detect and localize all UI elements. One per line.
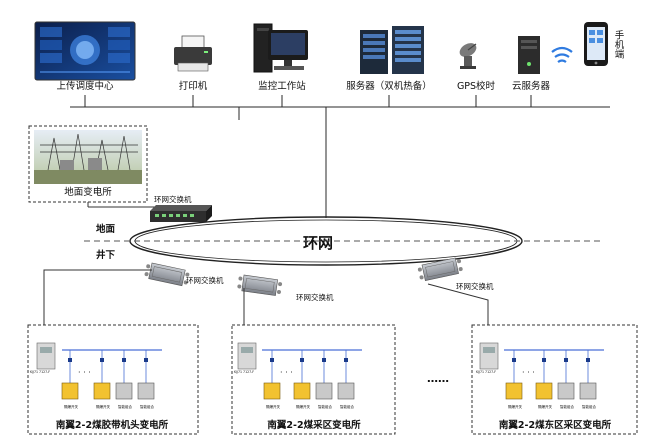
svg-text:隔爆开关: 隔爆开关 [64, 404, 78, 409]
ug-switch-2-label: 环网交换机 [296, 292, 334, 302]
surface-ring-switch: 环网交换机 [150, 194, 212, 222]
printer: 打印机 [174, 35, 212, 92]
workstation: 监控工作站 [253, 23, 308, 92]
gps-label: GPS校时 [457, 80, 496, 92]
surface-switch-label: 环网交换机 [154, 194, 192, 204]
surface-link-2 [88, 206, 161, 211]
dispatch-center: 上传调度中心 [34, 21, 136, 92]
underground-switch-1: 环网交换机 [144, 262, 224, 287]
workstation-icon [253, 23, 308, 73]
svg-text:智能组合: 智能组合 [318, 404, 332, 409]
cabinet-caption: KJJ71 7127-F [30, 370, 50, 374]
cloud-server-icon [518, 36, 540, 74]
substation-2-label: 南翼2-2煤采区变电所 [267, 419, 361, 431]
switch-box-icon [237, 274, 283, 296]
svg-text:隔爆开关: 隔爆开关 [96, 404, 110, 409]
smartphone-icon [584, 22, 608, 66]
monitor-wall-icon [34, 21, 136, 81]
cloud-server-label: 云服务器 [512, 80, 551, 92]
gps-clock: GPS校时 [457, 43, 496, 92]
substation-2: KJJ71 7127-F · · · 隔爆开关 隔爆开关 智能组合 智能组合 [231, 324, 396, 435]
cabinet-caption: KJJ71 7127-F [234, 370, 254, 374]
ug-switch-3-label: 环网交换机 [456, 281, 494, 291]
svg-text:隔爆开关: 隔爆开关 [266, 404, 280, 409]
server-cluster: 服务器（双机热备） [346, 26, 432, 92]
cloud-server: 云服务器 [512, 36, 573, 92]
substation-links [43, 269, 489, 325]
underground-zone-label: 井下 [96, 249, 116, 261]
server-rack-icon [360, 26, 424, 74]
satellite-dish-icon [459, 43, 477, 69]
server-label: 服务器（双机热备） [346, 80, 432, 92]
dispatch-center-label: 上传调度中心 [56, 80, 114, 92]
svg-text:隔爆开关: 隔爆开关 [296, 404, 310, 409]
substation-1: KJJ71 7127-F · · · 隔爆开关 隔爆开关 智能组合 智能组合 [27, 324, 199, 435]
workstation-label: 监控工作站 [258, 80, 306, 92]
underground-switch-2: 环网交换机 [237, 274, 334, 302]
monitor-cabinet-icon [479, 342, 499, 370]
ellipsis-dots: · · · [280, 368, 293, 377]
svg-text:智能组合: 智能组合 [582, 404, 596, 409]
ug-switch-1-label: 环网交换机 [186, 275, 224, 285]
network-switch-icon [150, 205, 212, 222]
backbone-bus [70, 95, 610, 218]
substation-photo [34, 130, 142, 184]
switchgear-icons [505, 382, 597, 400]
wifi-icon [551, 46, 573, 63]
substation-3: KJJ71 7127-F · · · 隔爆开关 隔爆开关 智能组合 智能组合 [471, 324, 638, 435]
switch-box-icon [144, 262, 190, 287]
substation-3-label: 南翼2-2煤东区采区变电所 [499, 419, 612, 431]
more-substations-ellipsis: …… [427, 372, 449, 385]
ellipsis-dots: · · · [522, 368, 535, 377]
substation-1-label: 南翼2-2煤胶带机头变电所 [56, 419, 169, 431]
switchgear-icons [61, 382, 155, 400]
printer-icon [174, 35, 212, 72]
switchgear-icons [263, 382, 355, 400]
surface-substation: 地面变电所 [28, 125, 148, 203]
monitor-cabinet-icon [36, 342, 56, 370]
mobile-label: 手机端 [613, 29, 625, 59]
svg-text:智能组合: 智能组合 [560, 404, 574, 409]
cabinet-caption: KJJ71 7127-F [476, 370, 496, 374]
monitor-cabinet-icon [237, 342, 257, 370]
switch-box-icon [417, 257, 463, 282]
underground-switch-3: 环网交换机 [417, 257, 494, 291]
mobile: 手机端 [584, 22, 624, 66]
surface-substation-label: 地面变电所 [64, 186, 112, 198]
ellipsis-dots: · · · [78, 368, 91, 377]
svg-text:隔爆开关: 隔爆开关 [508, 404, 522, 409]
svg-text:智能组合: 智能组合 [140, 404, 154, 409]
svg-text:智能组合: 智能组合 [118, 404, 132, 409]
svg-text:隔爆开关: 隔爆开关 [538, 404, 552, 409]
ground-zone-label: 地面 [96, 223, 116, 235]
ring-label: 环网 [303, 234, 333, 252]
printer-label: 打印机 [179, 80, 208, 92]
svg-text:智能组合: 智能组合 [340, 404, 354, 409]
